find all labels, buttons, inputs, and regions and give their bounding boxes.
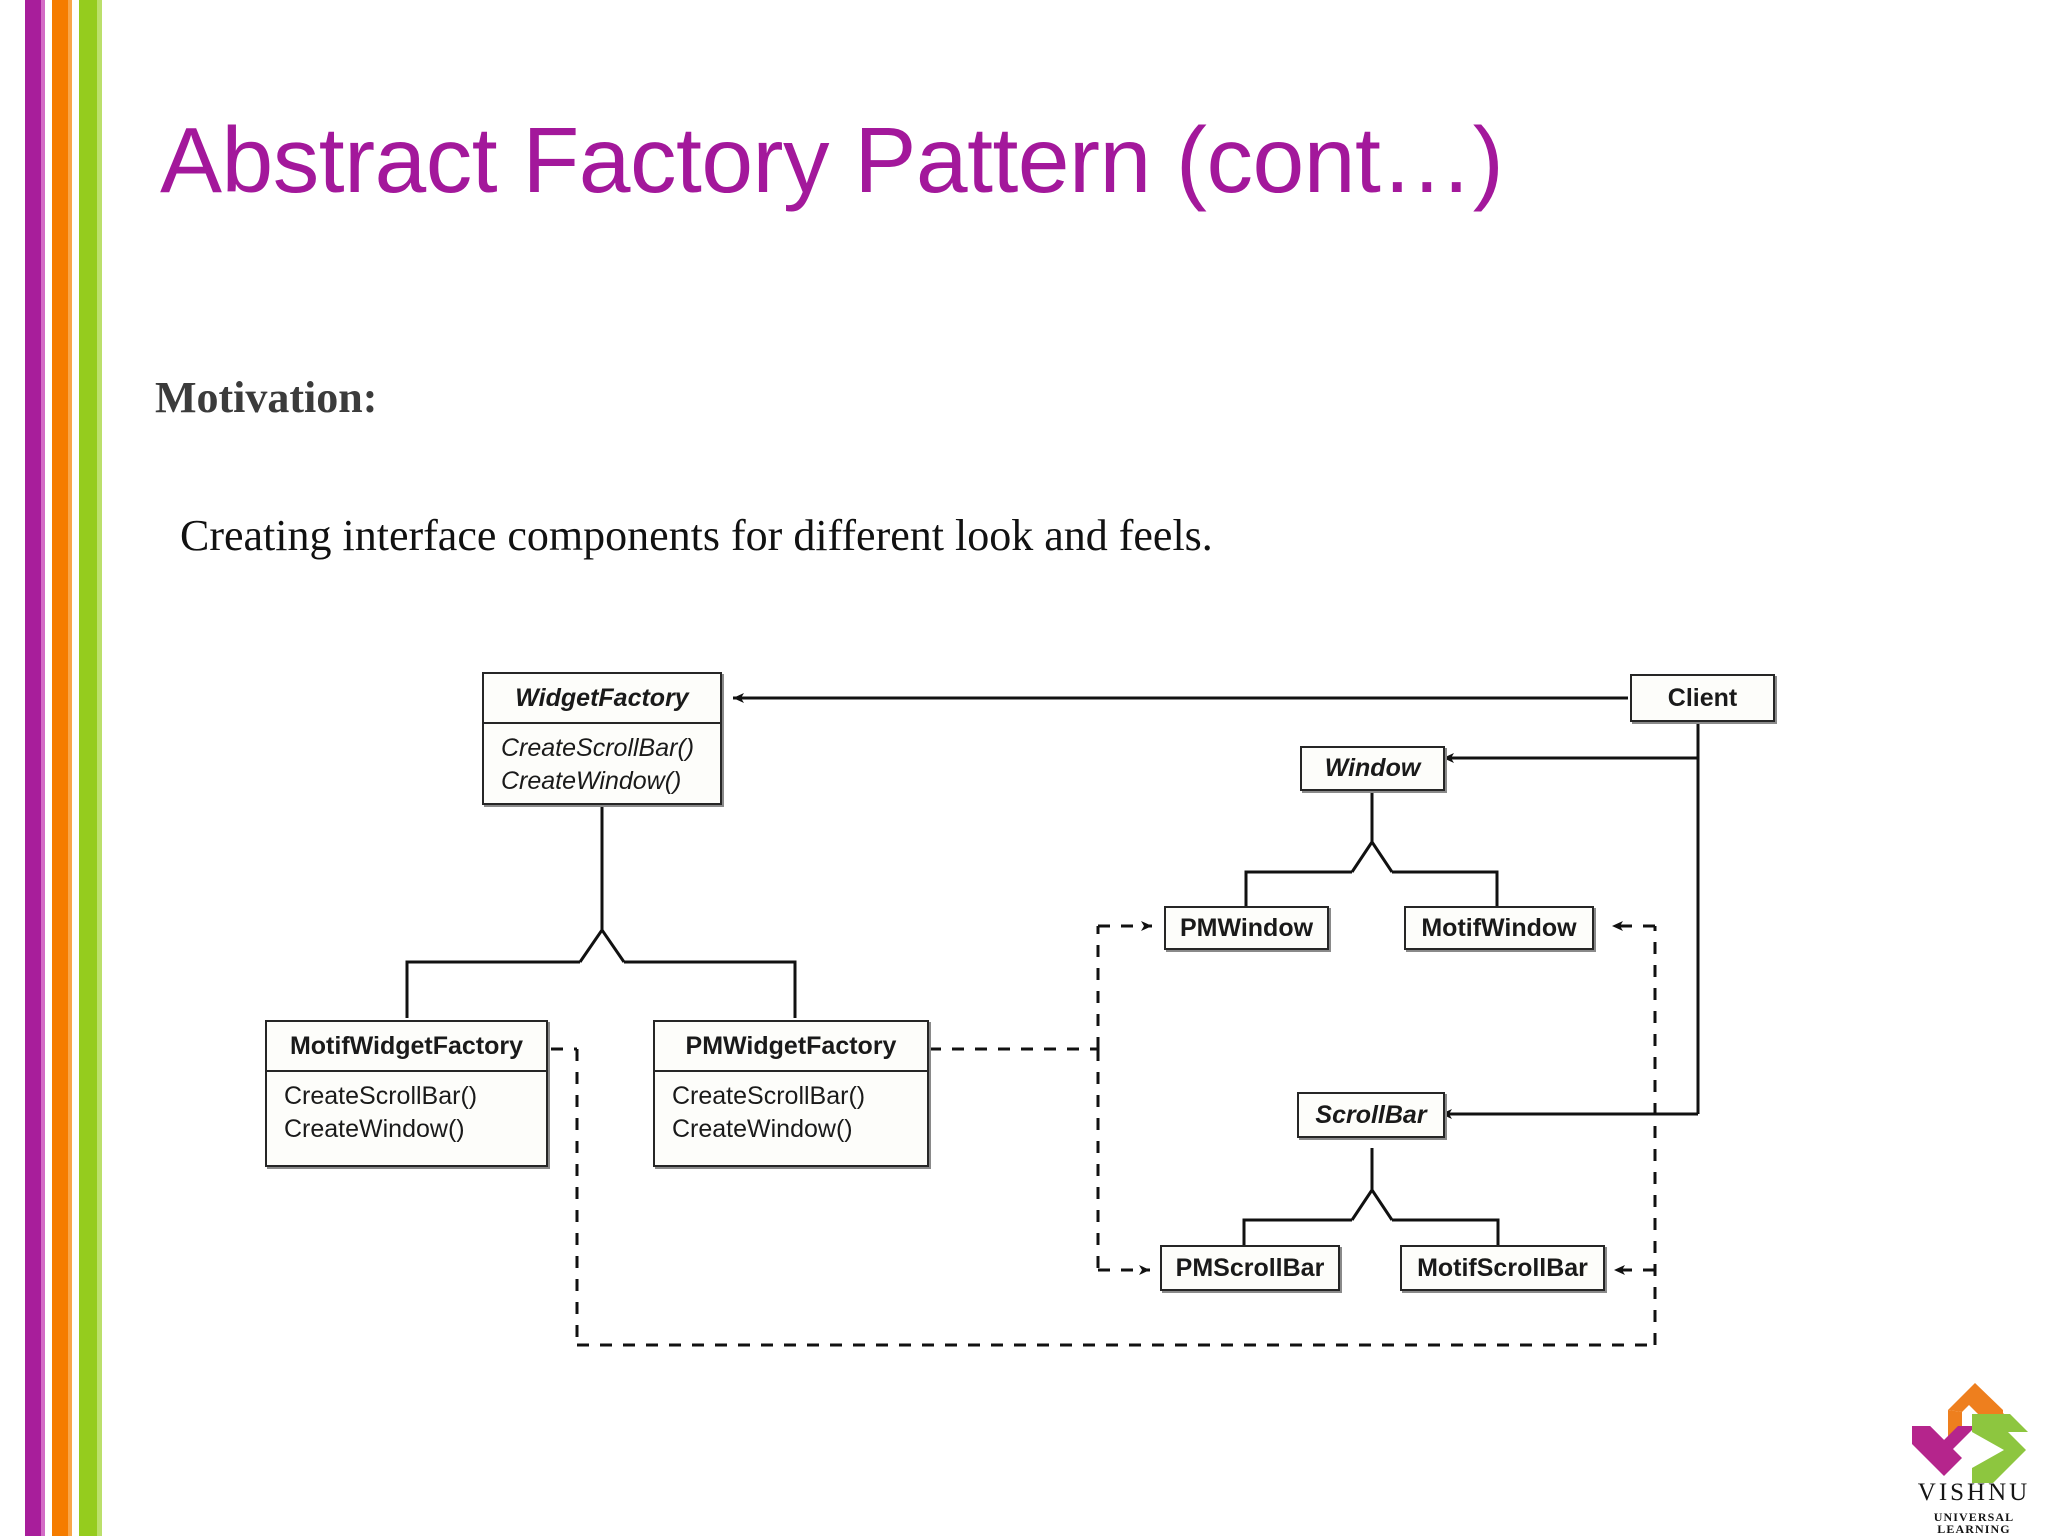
uml-operations: CreateScrollBar() CreateWindow()	[484, 724, 720, 799]
uml-operations: CreateScrollBar() CreateWindow()	[267, 1072, 546, 1147]
accent-stripe-green	[79, 0, 97, 1536]
uml-class-scroll-bar[interactable]: ScrollBar	[1297, 1092, 1445, 1138]
uml-operation: CreateWindow()	[284, 1115, 465, 1144]
uml-class-motif-window[interactable]: MotifWindow	[1404, 906, 1594, 950]
uml-class-title: PMScrollBar	[1175, 1253, 1325, 1282]
uml-divider	[484, 722, 720, 724]
uml-class-title: MotifScrollBar	[1417, 1253, 1588, 1282]
accent-stripe-orange	[52, 0, 68, 1536]
uml-operation: CreateScrollBar()	[284, 1082, 478, 1110]
uml-operation: CreateScrollBar()	[501, 734, 695, 762]
uml-class-title: PMWindow	[1179, 913, 1314, 942]
uml-class-title: MotifWidgetFactory	[289, 1031, 524, 1060]
uml-operations: CreateScrollBar() CreateWindow()	[655, 1072, 927, 1147]
uml-class-window[interactable]: Window	[1300, 746, 1445, 791]
uml-class-title: WidgetFactory	[515, 683, 689, 712]
motivation-heading: Motivation:	[155, 373, 378, 422]
motivation-body: Creating interface components for differ…	[180, 511, 1213, 560]
uml-divider	[655, 1070, 927, 1072]
uml-operation: CreateWindow()	[672, 1115, 853, 1144]
logo-tagline: UNIVERSAL LEARNING	[1933, 1510, 2015, 1536]
slide-title: Abstract Factory Pattern (cont…)	[160, 108, 1504, 212]
uml-class-title: MotifWindow	[1421, 913, 1577, 942]
vishnu-logo-icon	[1912, 1383, 2028, 1486]
uml-class-title: ScrollBar	[1315, 1100, 1427, 1129]
uml-operation: CreateWindow()	[501, 767, 682, 796]
uml-class-client[interactable]: Client	[1630, 674, 1775, 722]
uml-class-pm-window[interactable]: PMWindow	[1164, 906, 1329, 950]
uml-class-pm-scroll-bar[interactable]: PMScrollBar	[1160, 1245, 1340, 1291]
accent-stripe-green-light	[97, 0, 102, 1536]
uml-class-motif-scroll-bar[interactable]: MotifScrollBar	[1400, 1245, 1605, 1291]
logo-wordmark: VISHNU	[1917, 1479, 2031, 1506]
uml-class-pm-widget-factory[interactable]: PMWidgetFactory CreateScrollBar() Create…	[653, 1020, 929, 1167]
uml-class-title: Client	[1667, 683, 1738, 712]
uml-class-widget-factory[interactable]: WidgetFactory CreateScrollBar() CreateWi…	[482, 672, 722, 805]
accent-stripe-purple	[25, 0, 41, 1536]
uml-class-motif-widget-factory[interactable]: MotifWidgetFactory CreateScrollBar() Cre…	[265, 1020, 548, 1167]
accent-stripe-purple-light	[41, 0, 45, 1536]
accent-stripe-orange-light	[68, 0, 72, 1536]
uml-divider	[267, 1070, 546, 1072]
vishnu-logo: VISHNU UNIVERSAL LEARNING	[1900, 1378, 2048, 1536]
uml-operation: CreateScrollBar()	[672, 1082, 866, 1110]
uml-class-title: PMWidgetFactory	[685, 1031, 897, 1060]
uml-class-title: Window	[1324, 754, 1421, 782]
